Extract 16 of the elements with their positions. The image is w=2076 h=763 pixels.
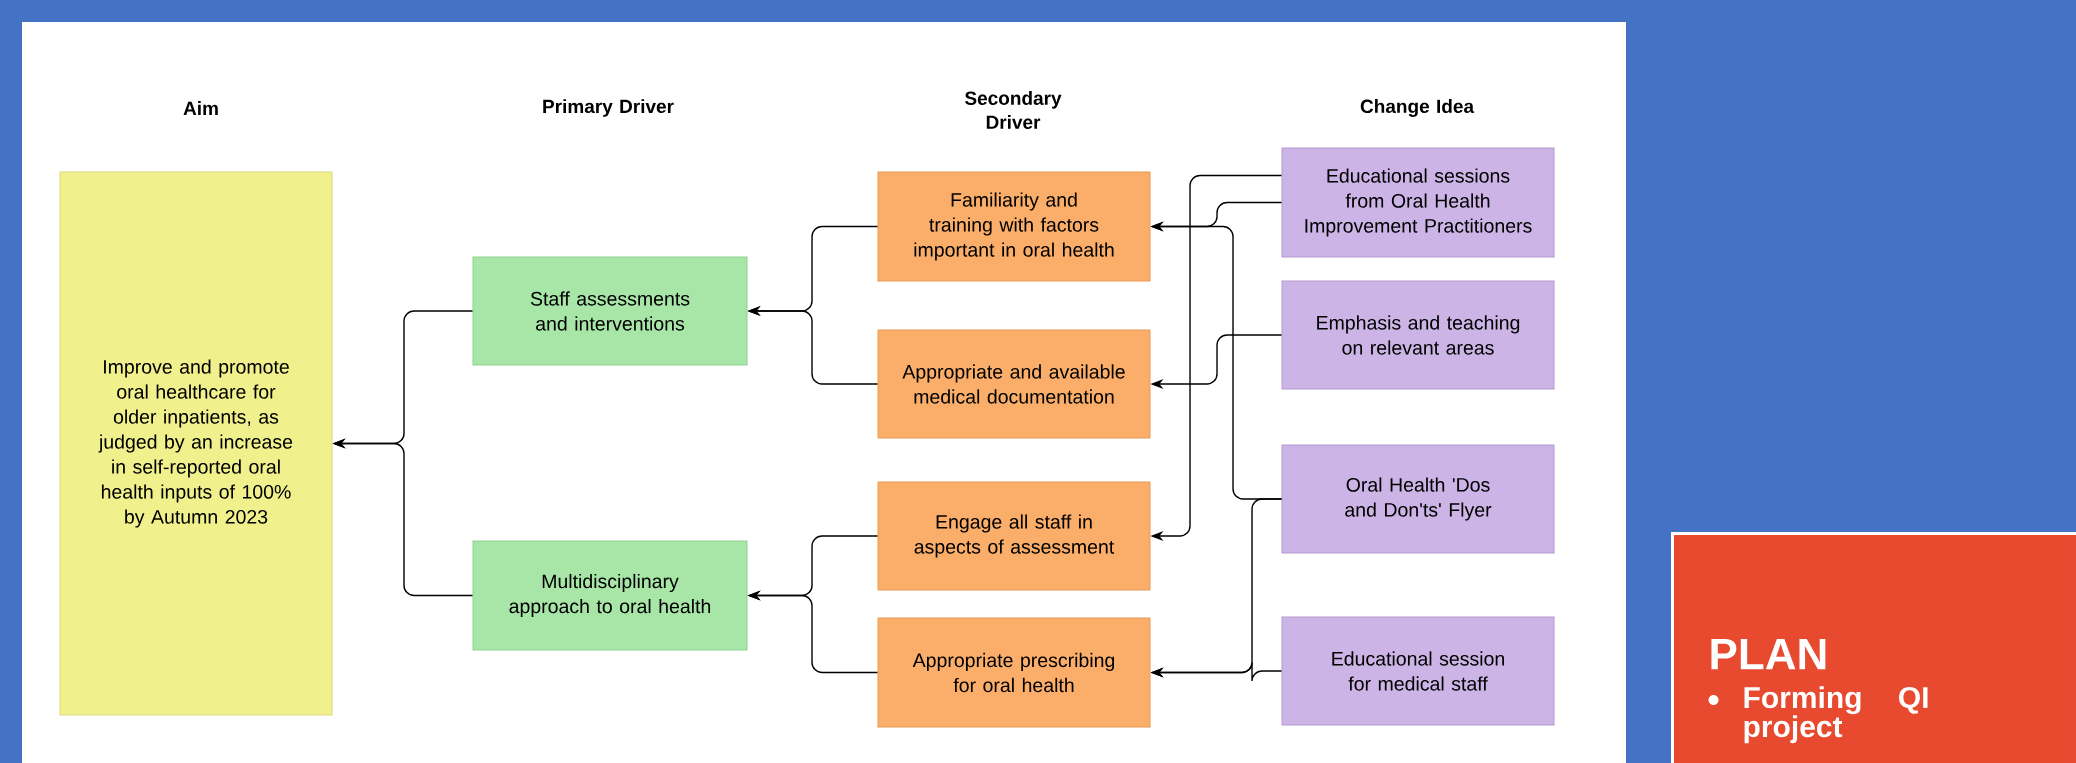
plan-panel: PLAN Forming QI project bbox=[1671, 532, 2076, 763]
driver-box: Educational session for medical staff bbox=[1281, 616, 1555, 726]
column-heading: Aim bbox=[183, 101, 218, 115]
driver-box: Educational sessions from Oral Health Improvement Practitioners bbox=[1281, 147, 1555, 258]
driver-box: Improve and promote oral healthcare for older inpatients, as judged by an increase in self-reported oral health inputs of 100% by Autumn 2023 bbox=[59, 171, 333, 716]
column-heading: Change Idea bbox=[1360, 99, 1475, 117]
driver-box: Emphasis and teaching on relevant areas bbox=[1281, 280, 1555, 390]
driver-box: Appropriate prescribing for oral health bbox=[877, 617, 1151, 728]
driver-box: Oral Health 'Dos and Don'ts' Flyer bbox=[1281, 444, 1555, 554]
driver-box: Engage all staff in aspects of assessment bbox=[877, 481, 1151, 591]
driver-box: Multidisciplinary approach to oral health bbox=[472, 540, 748, 651]
column-heading: Secondary Driver bbox=[965, 91, 1062, 129]
driver-box: Familiarity and training with factors important in oral health bbox=[877, 171, 1151, 282]
driver-box: Appropriate and available medical documentation bbox=[877, 329, 1151, 439]
column-heading: Primary Driver bbox=[543, 99, 674, 117]
driver-box: Staff assessments and interventions bbox=[472, 256, 748, 366]
